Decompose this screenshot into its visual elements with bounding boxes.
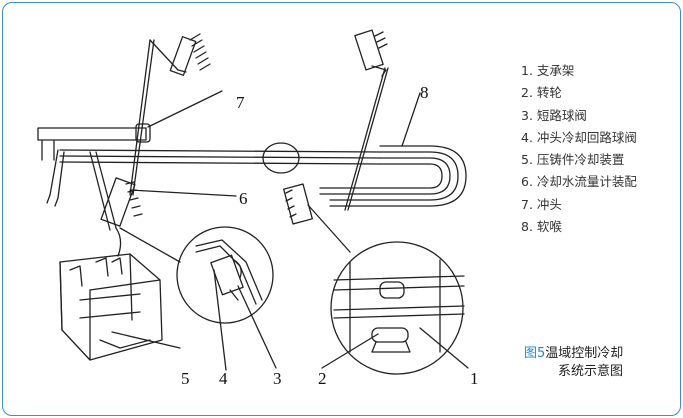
flowmeter-assembly — [100, 177, 143, 227]
detail-leader-right — [307, 204, 351, 253]
legend-item: 7. 冲头 — [521, 196, 562, 212]
callout-1: 1 — [470, 369, 479, 388]
detail-circle-left — [176, 226, 274, 324]
legend-item: 5. 压铸件冷却装置 — [521, 152, 625, 168]
callout-5: 5 — [181, 369, 190, 388]
detail-circle-right — [330, 241, 464, 375]
detail-leader-left — [119, 227, 181, 263]
legend-item: 3. 短路球阀 — [521, 107, 587, 123]
callout-7: 7 — [236, 93, 245, 112]
legend-item: 1. 支承架 — [521, 63, 575, 78]
callout-6: 6 — [239, 189, 248, 208]
caption-line-1: 温域控制冷却 — [545, 346, 624, 361]
leader-lines — [111, 90, 469, 371]
plunger — [37, 123, 151, 161]
callout-3: 3 — [273, 369, 282, 388]
ball-valve-detail — [195, 239, 263, 305]
casting-cooling-unit — [59, 227, 163, 361]
callout-4: 4 — [219, 369, 228, 388]
left-support-arm — [129, 33, 211, 196]
legend-item: 2. 转轮 — [521, 85, 562, 101]
right-flowmeter — [283, 183, 313, 225]
legend-item: 6. 冷却水流量计装配 — [521, 174, 637, 190]
legend-item: 8. 软喉 — [521, 219, 562, 235]
callout-8: 8 — [420, 83, 429, 102]
right-support-arm — [344, 29, 389, 211]
roller-detail — [333, 259, 465, 353]
figure-number: 图5 — [524, 346, 546, 361]
legend-item: 4. 冲头冷却回路球阀 — [521, 129, 637, 145]
figure-caption: 图5温域控制冷却 系统示意图 — [524, 345, 674, 381]
callout-2: 2 — [318, 369, 327, 388]
caption-line-2: 系统示意图 — [558, 364, 624, 379]
left-outlet-pipes — [46, 149, 117, 231]
pipe-bundle — [59, 142, 467, 207]
legend-list: 1. 支承架 2. 转轮 3. 短路球阀 4. 冲头冷却回路球阀 5. 压铸件冷… — [521, 60, 637, 238]
